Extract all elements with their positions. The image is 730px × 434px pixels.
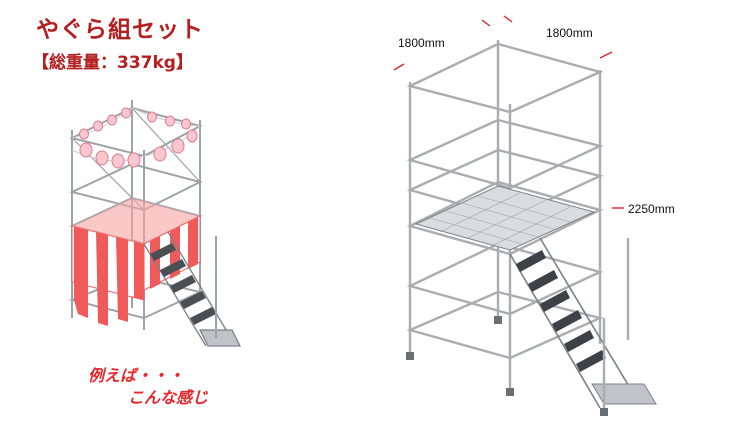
dimension-width-left: 1800mm — [398, 36, 445, 50]
dimension-height: 2250mm — [628, 202, 675, 216]
scaffold-deck — [414, 185, 596, 251]
scaffold-stairs — [509, 237, 657, 412]
stairs-illustration — [143, 231, 242, 347]
dimension-width-right: 1800mm — [546, 26, 593, 40]
base-jacks — [406, 316, 608, 416]
striped-curtain — [71, 198, 201, 326]
total-weight: 【総重量：337kg】 — [32, 53, 193, 73]
dimension-lines — [393, 15, 624, 209]
caption-line-1: 例えば・・・ — [88, 366, 185, 385]
paper-lanterns — [79, 107, 198, 169]
page-title: やぐら組セット — [36, 17, 204, 43]
caption-line-2: こんな感じ — [128, 388, 209, 407]
